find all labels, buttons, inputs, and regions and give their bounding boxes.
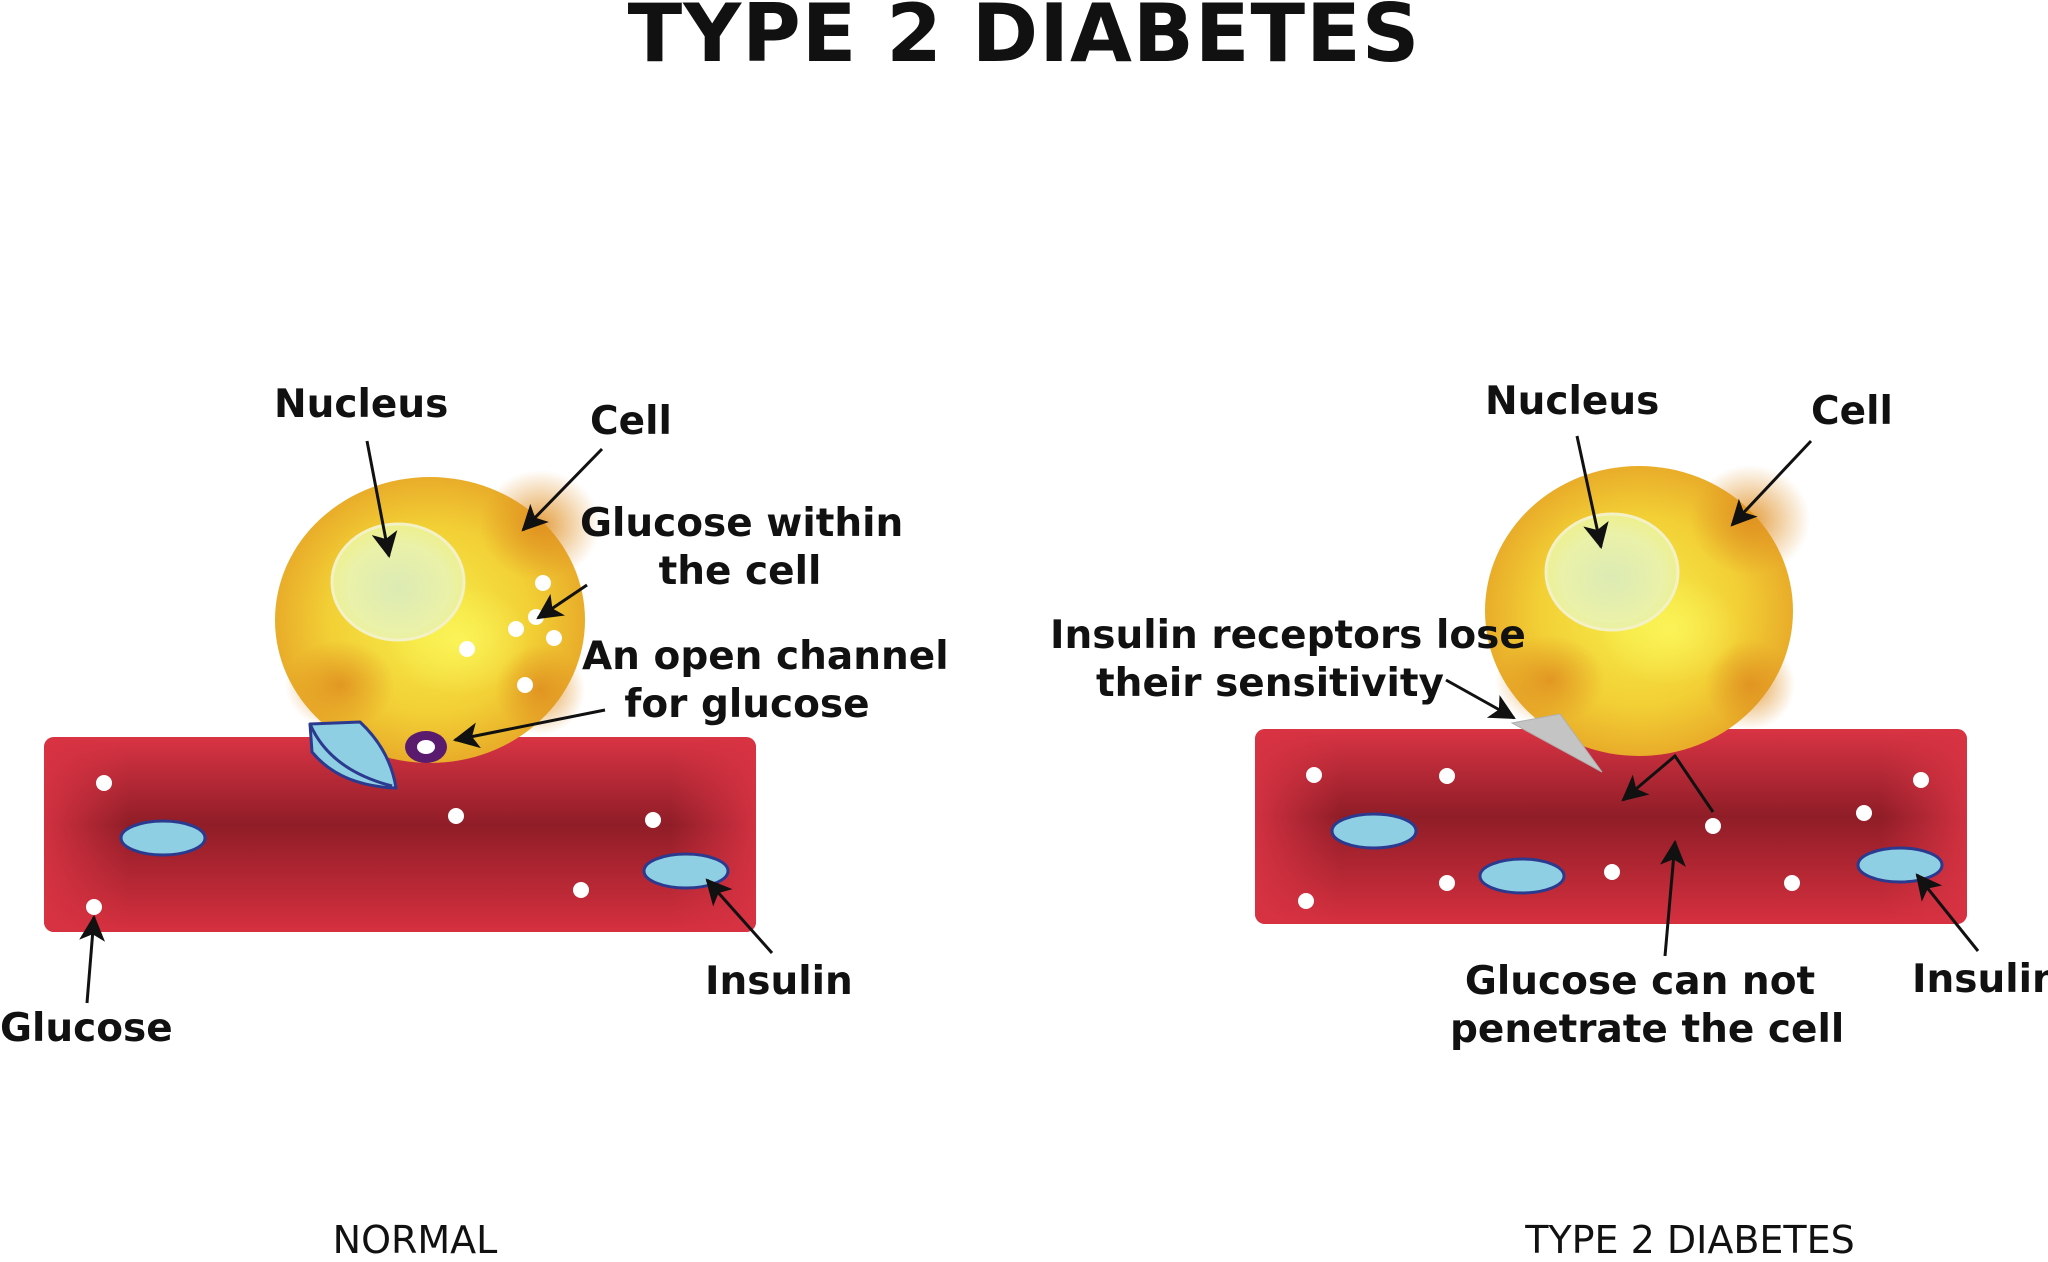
label-diabetes-receptors: Insulin receptors lose their sensitivity (1050, 612, 1526, 708)
label-diabetes-cannot-penetrate: Glucose can not penetrate the cell (1450, 958, 1845, 1054)
arrow-diabetes-blocked (1621, 753, 1715, 813)
normal-insulin-molecules (119, 819, 730, 890)
label-normal-glucose-within-line2: the cell (658, 549, 822, 594)
label-diabetes-insulin: Insulin (1912, 957, 2048, 1002)
normal-arrows (79, 440, 774, 1004)
label-normal-open-channel-line1: An open channel (582, 634, 949, 679)
normal-nucleus (330, 522, 466, 642)
normal-insulin-receptor (308, 720, 398, 790)
label-normal-insulin: Insulin (705, 959, 853, 1004)
normal-glucose-in-blood (86, 775, 661, 915)
label-normal-cell: Cell (590, 399, 672, 444)
arrow-normal-insulin (705, 878, 774, 954)
diabetes-panel (1255, 435, 1980, 957)
label-diabetes-receptors-line1: Insulin receptors lose (1050, 613, 1526, 658)
label-normal-open-channel: An open channel for glucose (582, 633, 949, 729)
label-normal-glucose-within: Glucose within the cell (580, 500, 904, 596)
arrow-diabetes-insulin (1915, 873, 1980, 952)
label-diabetes-cannot-line2: penetrate the cell (1450, 1007, 1845, 1052)
diabetes-blood-vessel (1255, 729, 1967, 924)
diabetes-insensitive-receptor (1510, 713, 1603, 773)
label-normal-open-channel-line2: for glucose (624, 682, 870, 727)
arrow-diabetes-cell (1730, 439, 1813, 527)
arrow-diabetes-receptors (1445, 678, 1516, 720)
arrow-normal-cell (521, 447, 604, 532)
caption-normal: NORMAL (332, 1218, 498, 1262)
label-normal-nucleus: Nucleus (274, 382, 449, 427)
normal-open-channel (405, 731, 447, 763)
label-diabetes-cannot-line1: Glucose can not (1464, 959, 1816, 1004)
normal-glucose-in-cell (459, 575, 562, 693)
diabetes-nucleus (1544, 512, 1680, 632)
label-normal-glucose-within-line1: Glucose within (580, 501, 904, 546)
arrow-normal-glucose (79, 914, 106, 1004)
arrow-normal-open-channel (452, 708, 606, 749)
label-diabetes-cell: Cell (1811, 389, 1893, 434)
arrow-normal-glucose-within (536, 583, 588, 620)
arrow-diabetes-nucleus (1575, 435, 1609, 550)
page-title: TYPE 2 DIABETES (627, 0, 1421, 80)
caption-type2: TYPE 2 DIABETES (1525, 1218, 1855, 1262)
label-diabetes-nucleus: Nucleus (1485, 379, 1660, 424)
label-normal-glucose: Glucose (0, 1006, 173, 1051)
normal-panel (44, 440, 774, 1004)
diabetes-arrows (1445, 435, 1980, 957)
diabetes-glucose-in-blood (1298, 767, 1929, 909)
arrow-diabetes-cannot (1659, 839, 1686, 957)
label-diabetes-receptors-line2: their sensitivity (1096, 661, 1444, 706)
arrow-normal-nucleus (365, 440, 398, 559)
